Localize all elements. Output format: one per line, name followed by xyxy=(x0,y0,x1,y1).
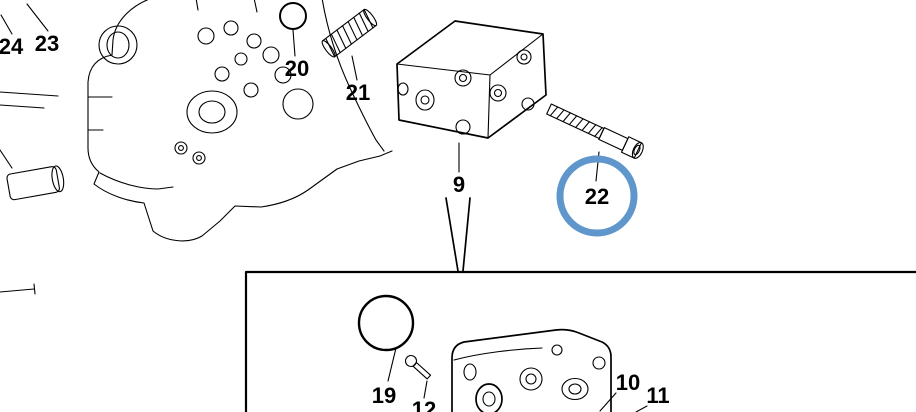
callout-label-22: 22 xyxy=(585,184,609,209)
detail-box xyxy=(244,270,916,412)
callout-label-11: 11 xyxy=(646,383,669,408)
pointer-wedge xyxy=(445,197,471,272)
callout-label-24: 24 xyxy=(0,34,24,59)
valve-block-lower xyxy=(451,328,648,412)
o-ring-part-19 xyxy=(357,294,415,382)
highlight-circle xyxy=(556,155,638,237)
o-ring-part-20 xyxy=(279,2,307,57)
housing-assembly xyxy=(87,0,393,242)
callout-label-23: 23 xyxy=(35,31,59,56)
callout-label-19: 19 xyxy=(372,383,396,408)
cylinder-pin-part xyxy=(0,149,65,201)
callout-label-20: 20 xyxy=(285,56,309,81)
socket-bolt-part-22 xyxy=(546,103,644,182)
offscreen-leader-lines xyxy=(0,3,59,295)
callout-label-10: 10 xyxy=(616,370,640,395)
callout-label-9: 9 xyxy=(453,172,465,197)
spring-part-21 xyxy=(321,8,378,81)
callout-label-12: 12 xyxy=(412,397,436,412)
valve-block-main xyxy=(396,20,547,173)
callout-label-21: 21 xyxy=(346,80,370,105)
screw-part-12 xyxy=(404,354,432,399)
